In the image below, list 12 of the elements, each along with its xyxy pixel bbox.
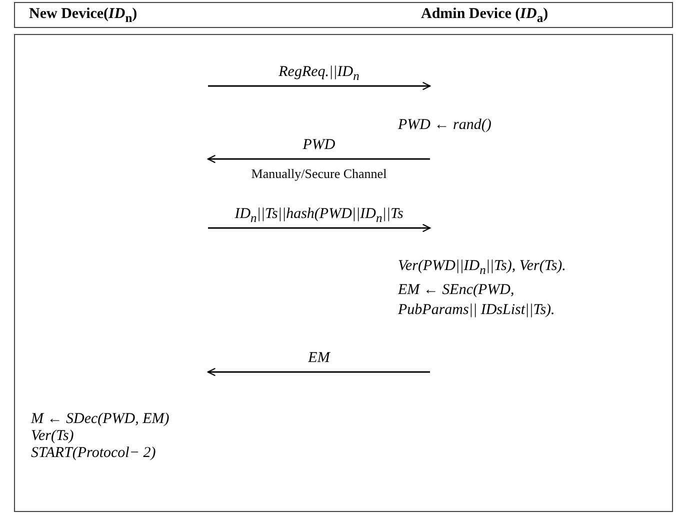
arrow bbox=[208, 224, 431, 232]
arrow bbox=[207, 154, 430, 164]
column-heading: New Device(ID$_{n}$) bbox=[29, 6, 138, 26]
arrow bbox=[208, 82, 431, 90]
arrow bbox=[207, 368, 430, 376]
protocol-frame bbox=[14, 34, 673, 512]
channel-note: Manually/Secure Channel bbox=[251, 166, 387, 182]
column-heading: Admin Device (ID$_{a}$) bbox=[421, 6, 548, 26]
header-bar bbox=[14, 2, 673, 28]
computation-text: PWD ← rand() bbox=[398, 117, 492, 133]
computation-text: M ← SDec(PWD, EM) Ver(Ts) START(Protocol− 2) bbox=[31, 411, 170, 462]
computation-text: Ver(PWD||ID$_{n}$||Ts), Ver(Ts). EM ← SEnc(PWD, PubParams|| IDsList||Ts). bbox=[398, 257, 567, 320]
